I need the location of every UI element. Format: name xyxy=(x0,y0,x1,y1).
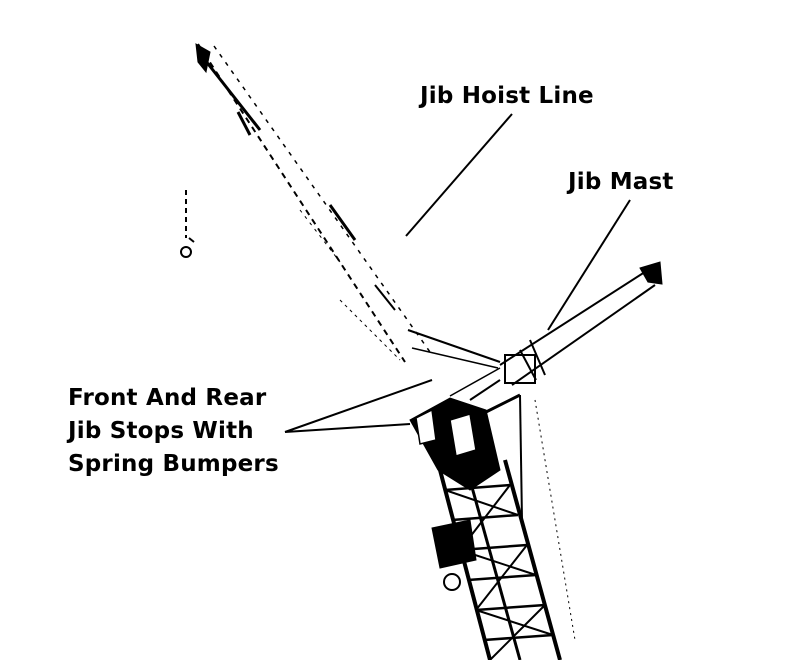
label-jib-stops: Front And Rear Jib Stops With Spring Bum… xyxy=(68,382,279,481)
boom-head xyxy=(409,393,521,491)
main-boom xyxy=(431,394,576,660)
label-jib-hoist-line-text: Jib Hoist Line xyxy=(420,83,594,109)
label-jib-mast: Jib Mast xyxy=(568,166,674,199)
hook xyxy=(180,190,195,258)
label-jib-stops-line3: Spring Bumpers xyxy=(68,451,279,477)
leader-stops-rear xyxy=(284,423,411,433)
leader-lines xyxy=(284,113,631,433)
leader-jib-hoist-line xyxy=(405,113,513,237)
jib-boom xyxy=(195,43,431,363)
label-jib-stops-line2: Jib Stops With xyxy=(68,418,254,444)
jib-stops xyxy=(407,329,501,401)
leader-stops-front xyxy=(284,379,433,433)
jib-mast xyxy=(499,261,663,386)
leader-jib-mast xyxy=(547,199,631,331)
label-jib-stops-line1: Front And Rear xyxy=(68,385,267,411)
label-jib-mast-text: Jib Mast xyxy=(568,169,674,195)
label-jib-hoist-line: Jib Hoist Line xyxy=(420,80,594,113)
